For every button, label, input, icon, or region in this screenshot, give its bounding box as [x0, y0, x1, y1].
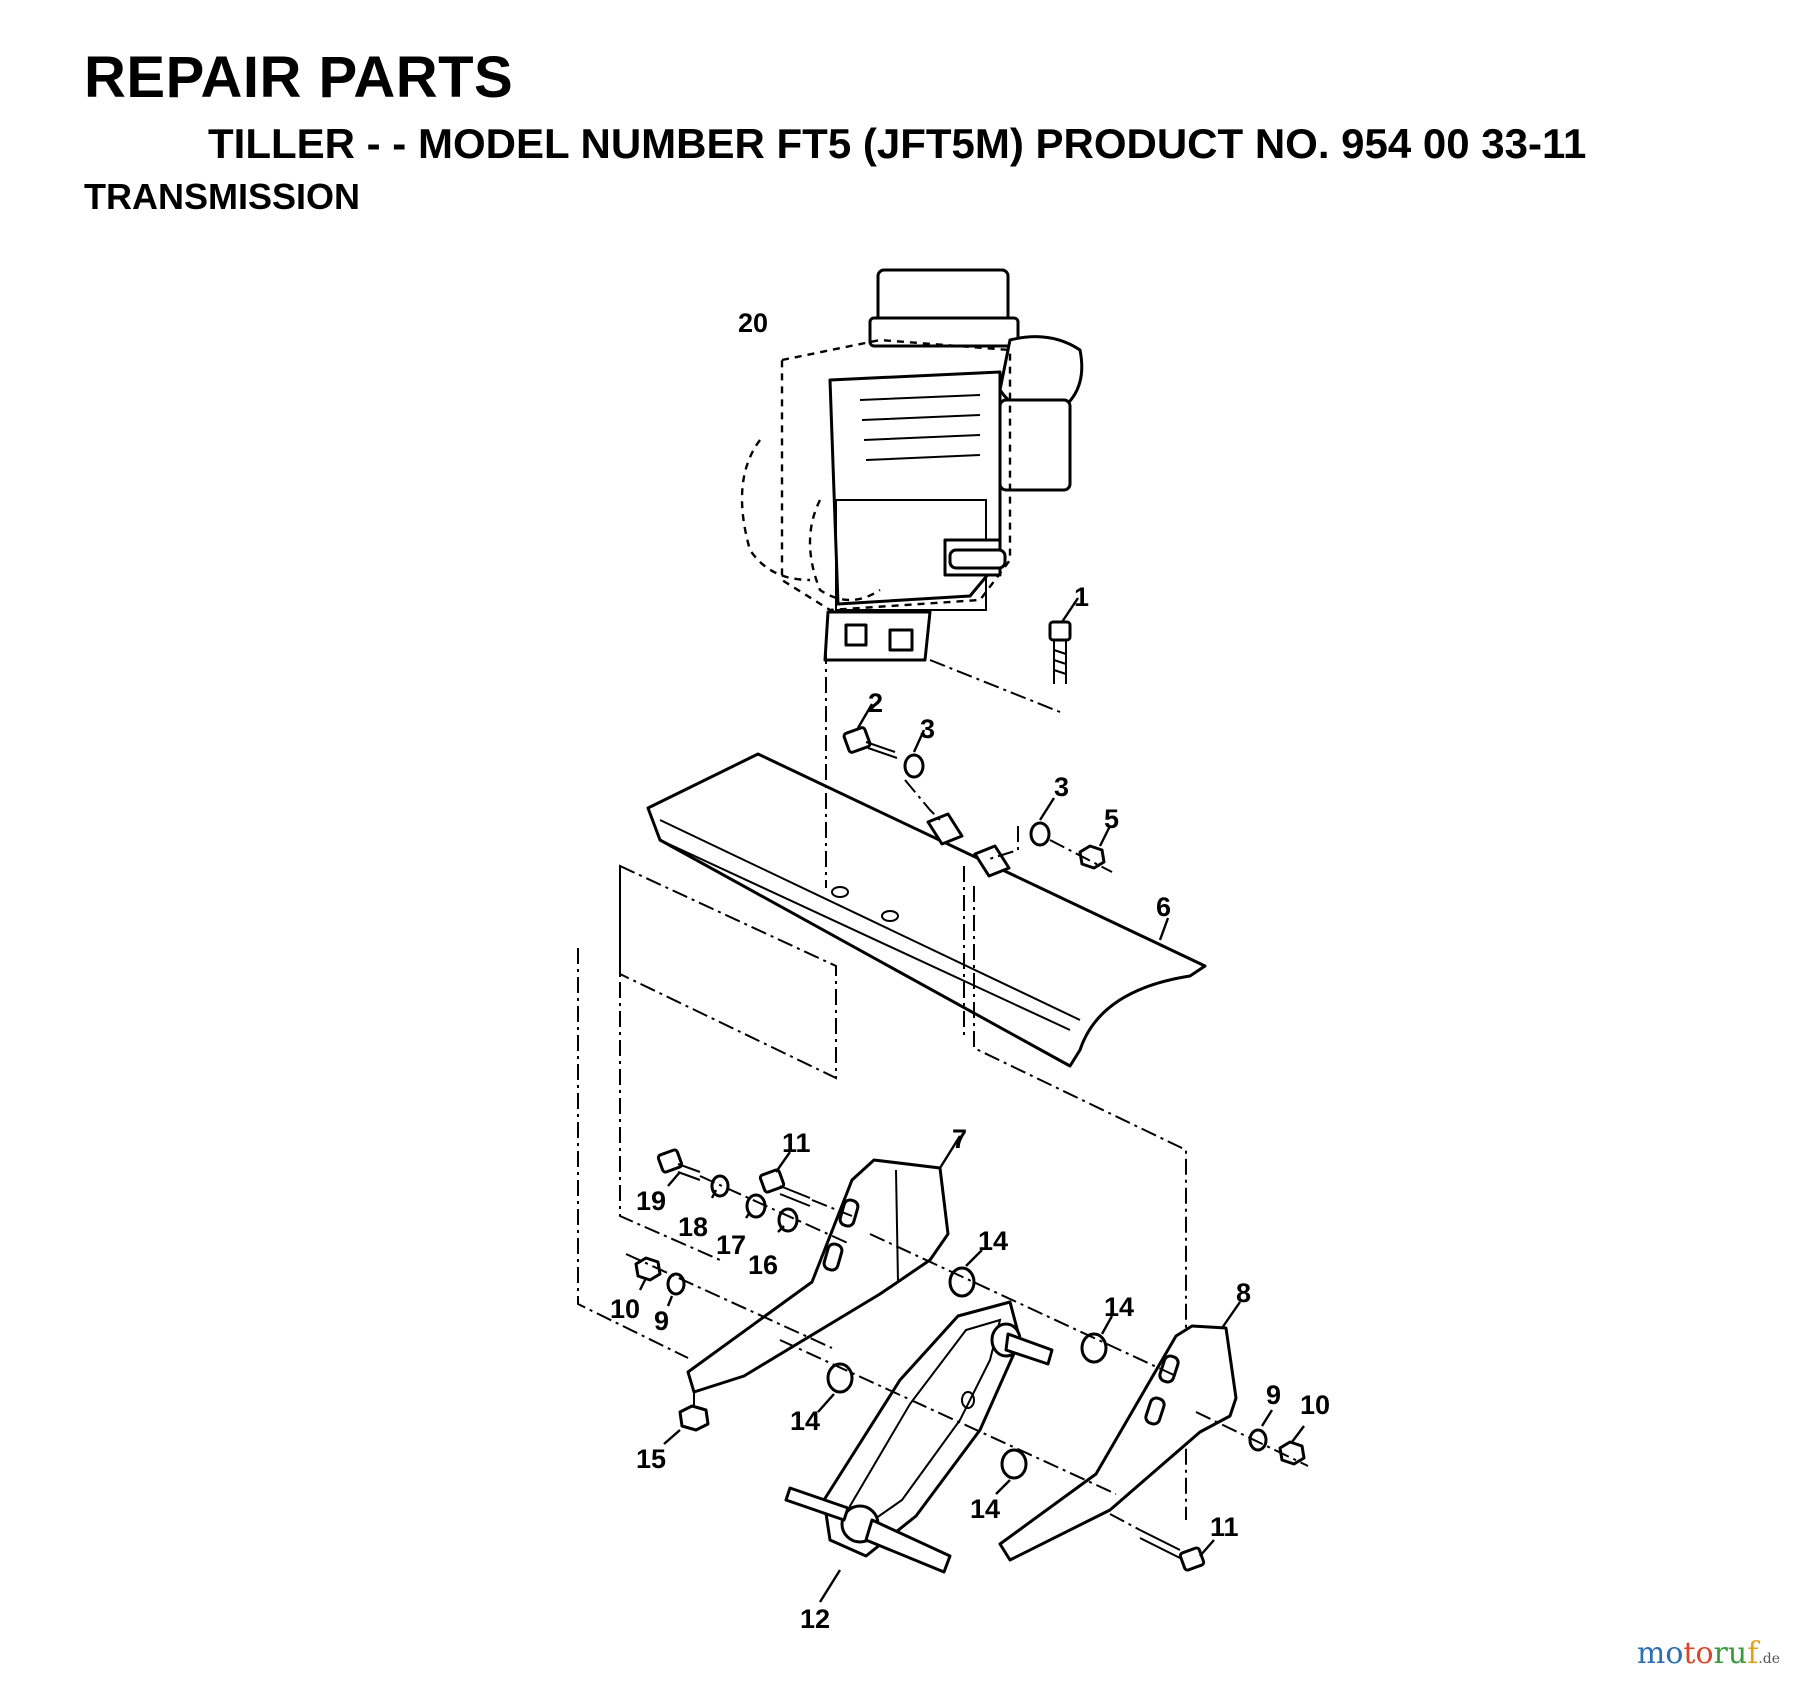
washer-part-3-right[interactable]: [1029, 821, 1051, 847]
spacer-part-14-d[interactable]: [1000, 1448, 1028, 1480]
engine-part-20[interactable]: [740, 268, 1084, 662]
washer-part-3-top[interactable]: [903, 753, 925, 779]
callout-3-right: 3: [1054, 772, 1069, 802]
guide-line: [904, 779, 941, 821]
guide-line: [779, 1339, 1117, 1495]
bolt-part-11-lower[interactable]: [1139, 1529, 1206, 1572]
guide-line: [1049, 839, 1113, 873]
nut-part-15[interactable]: [678, 1404, 710, 1432]
guide-line: [625, 1253, 833, 1349]
callout-14-c: 14: [790, 1406, 820, 1436]
guide-line: [869, 1233, 1177, 1377]
guide-line: [985, 826, 1019, 861]
guide-line: [1109, 1513, 1141, 1531]
guide-line: [1195, 1411, 1309, 1467]
bolt-part-1[interactable]: [1048, 620, 1072, 684]
washer-part-9-left[interactable]: [666, 1272, 686, 1296]
callout-2: 2: [868, 688, 883, 718]
callout-3-top: 3: [920, 714, 935, 744]
callout-6: 6: [1156, 892, 1171, 922]
callout-5: 5: [1104, 804, 1119, 834]
guide-line: [929, 659, 1061, 716]
bracket-part-7[interactable]: [686, 1158, 950, 1394]
callout-9-right: 9: [1266, 1380, 1281, 1410]
callout-17: 17: [716, 1230, 746, 1260]
callout-7: 7: [952, 1124, 967, 1154]
callout-11-upper: 11: [782, 1128, 811, 1158]
guide-line: [619, 864, 837, 1080]
model-subtitle: TILLER - - MODEL NUMBER FT5 (JFT5M) PROD…: [208, 120, 1587, 167]
bolt-part-11-upper[interactable]: [758, 1168, 811, 1207]
washer-part-9-right[interactable]: [1248, 1428, 1268, 1452]
callout-8: 8: [1236, 1278, 1251, 1308]
bolt-part-2[interactable]: [842, 726, 898, 759]
callout-14-b: 14: [1104, 1292, 1134, 1322]
callout-20: 20: [738, 308, 768, 338]
callout-10-right: 10: [1300, 1390, 1330, 1420]
callout-15: 15: [636, 1444, 666, 1474]
nut-part-10-right[interactable]: [1278, 1440, 1306, 1466]
callout-10-left: 10: [610, 1294, 640, 1324]
callout-16: 16: [748, 1250, 778, 1280]
nut-part-5[interactable]: [1078, 844, 1106, 870]
tine-shield-part-6[interactable]: [646, 752, 1207, 1068]
guide-line: [619, 866, 721, 1261]
callout-9-left: 9: [654, 1306, 669, 1336]
callout-14-d: 14: [970, 1494, 1000, 1524]
watermark-logo: motoruf.de: [1636, 1636, 1780, 1671]
section-heading: TRANSMISSION: [84, 176, 361, 217]
guide-line: [811, 1199, 853, 1217]
callout-12: 12: [800, 1604, 830, 1634]
guide-line: [577, 948, 689, 1359]
callout-18: 18: [678, 1212, 708, 1242]
callout-14-a: 14: [978, 1226, 1008, 1256]
nut-part-10-left[interactable]: [634, 1256, 662, 1282]
callout-1: 1: [1074, 582, 1089, 612]
page-title: REPAIR PARTS: [84, 45, 514, 110]
callout-11-lower: 11: [1210, 1512, 1239, 1542]
transmission-part-12[interactable]: [784, 1300, 1054, 1574]
callout-19: 19: [636, 1186, 666, 1216]
bolt-part-19[interactable]: [656, 1148, 701, 1181]
guide-line: [699, 1175, 851, 1245]
